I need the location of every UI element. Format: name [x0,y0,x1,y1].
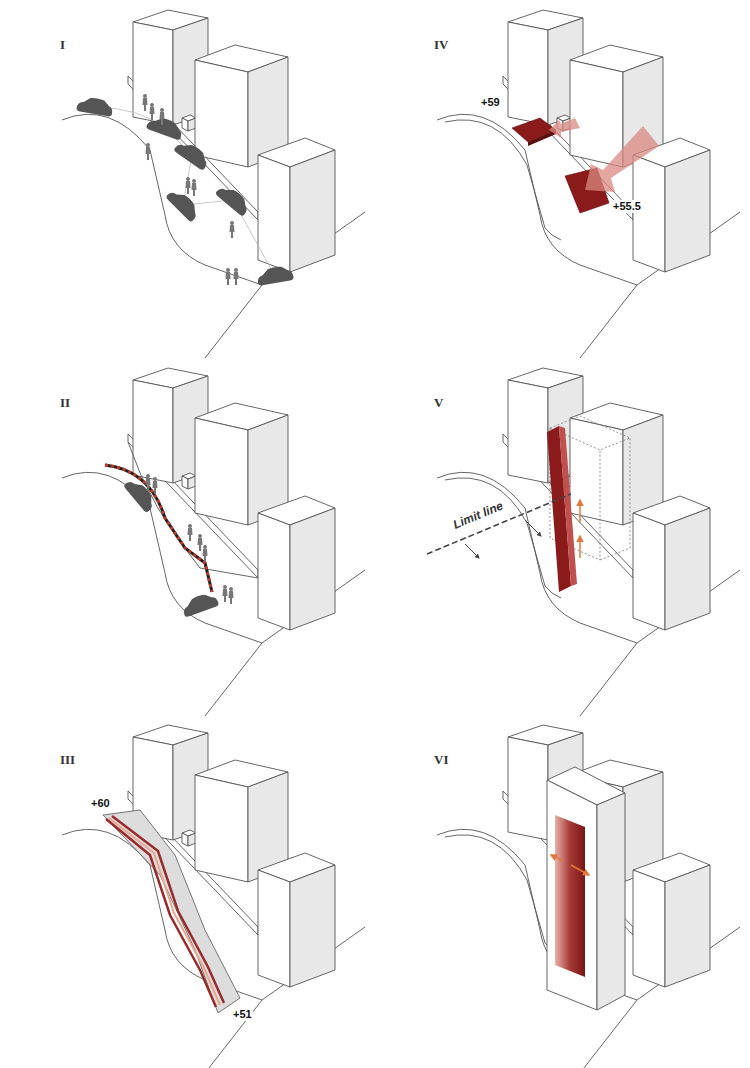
facade-arrow [571,865,589,875]
panel-two [180,590,219,617]
panel-two [62,368,365,716]
ramp-band [103,810,240,1013]
panel-two [198,534,203,551]
panel-two [223,585,228,602]
panel-one [62,10,365,358]
elevation-label: +51 [232,1008,253,1021]
panel-five [427,368,740,716]
panel-two [146,474,151,491]
direction-arrow [549,118,580,138]
panel-number: II [60,396,70,411]
red-facade [555,815,585,977]
limit-line [427,494,571,554]
panel-one [143,94,148,111]
direction-arrow [585,126,659,192]
panel-two [123,475,158,513]
growth-arrow [579,500,581,523]
panel-one [234,268,239,285]
panel-six [437,725,740,1068]
route-line [105,465,212,592]
panel-number: VI [434,753,448,768]
panel-one [150,103,155,120]
panel-one [62,10,365,358]
red-wall [559,426,577,586]
panel-number: III [60,753,75,768]
elevation-label: +59 [480,96,501,109]
panel-two [188,524,193,541]
panel-two [229,587,234,604]
panel-three [62,725,365,1068]
panel-two [62,368,365,716]
road-edge [445,120,561,240]
elevation-label: +60 [90,797,111,810]
panel-one [226,268,231,285]
panel-one [165,186,202,223]
panel-three [62,725,365,1068]
limit-arrow [525,520,541,536]
new-building [547,780,597,1010]
ramp-line [112,816,224,1003]
new-building [597,793,625,1010]
ramp-line [106,819,216,1007]
road-edge [445,835,561,955]
ramp-line [109,818,220,1005]
panel-one [256,264,294,286]
panel-one [76,95,114,117]
panel-four [437,10,740,358]
panel-one [215,182,253,217]
limit-arrow [465,544,479,558]
new-building [547,767,625,1010]
panel-one [230,221,235,238]
panel-two [153,477,158,494]
annotation-label: Limit line [449,499,507,534]
red-platform [528,130,556,146]
panel-number: IV [434,38,448,53]
panel-two [203,545,208,562]
panel-number: V [434,396,443,411]
panel-one [173,137,212,171]
facade-arrow [551,855,563,861]
road-edge [445,478,561,598]
route-line [105,465,212,592]
panel-one [160,108,165,125]
panel-four [437,10,740,358]
growth-arrow [579,536,581,558]
panel-six [437,725,740,1068]
panel-one [186,177,191,194]
panel-one [146,143,151,160]
movement-line [95,107,275,276]
elevation-label: +55.5 [612,200,642,213]
panel-one [192,179,197,196]
panel-number: I [60,38,65,53]
panel-five [437,368,740,716]
